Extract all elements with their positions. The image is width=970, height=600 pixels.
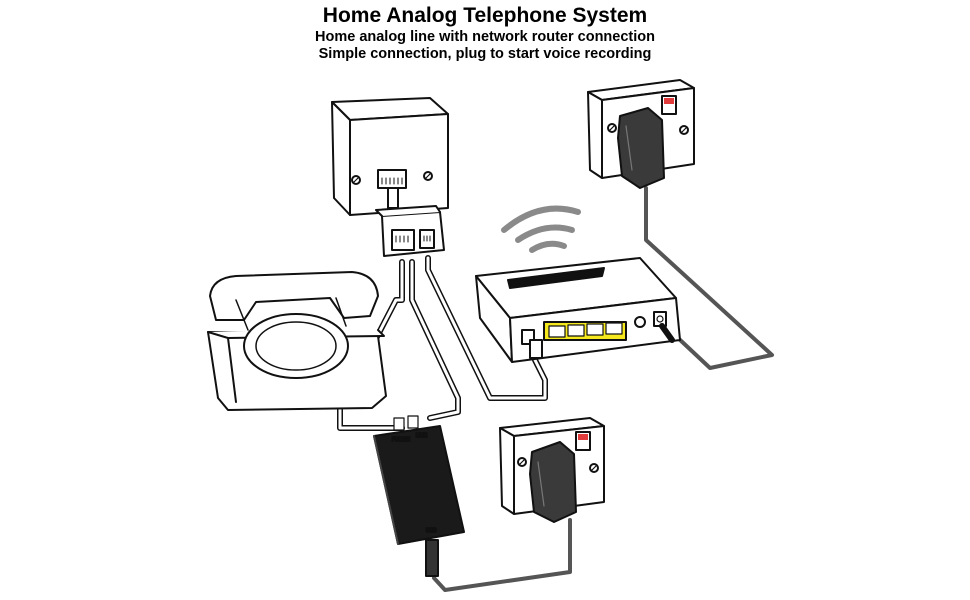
- wall-phone-socket: [331, 97, 449, 216]
- rotary-telephone: [207, 271, 387, 411]
- router-power-cable: [644, 186, 774, 370]
- power-adapter-bottom: [529, 441, 577, 523]
- recorder-port-label-phone: PHONE: [392, 437, 410, 443]
- wifi-icon: [501, 205, 581, 253]
- recorder-power-cable: [432, 518, 572, 592]
- power-adapter-top: [617, 107, 665, 189]
- line-splitter: [375, 205, 445, 257]
- diagram-title: Home Analog Telephone System: [322, 4, 648, 27]
- diagram-subtitle-1: Home analog line with network router con…: [315, 29, 655, 45]
- recorder-usb-label: USB: [426, 528, 437, 534]
- usb-plug: [425, 539, 439, 577]
- network-router: [475, 257, 681, 363]
- wall-power-socket-bottom: [499, 417, 605, 523]
- diagram-subtitle-2: Simple connection, plug to start voice r…: [318, 46, 652, 62]
- wall-power-socket-top: [587, 79, 695, 189]
- router-ethernet-ports: [543, 321, 627, 341]
- voice-recorder: PHONE LINE USB: [373, 415, 465, 577]
- recorder-port-label-line: LINE: [416, 433, 428, 439]
